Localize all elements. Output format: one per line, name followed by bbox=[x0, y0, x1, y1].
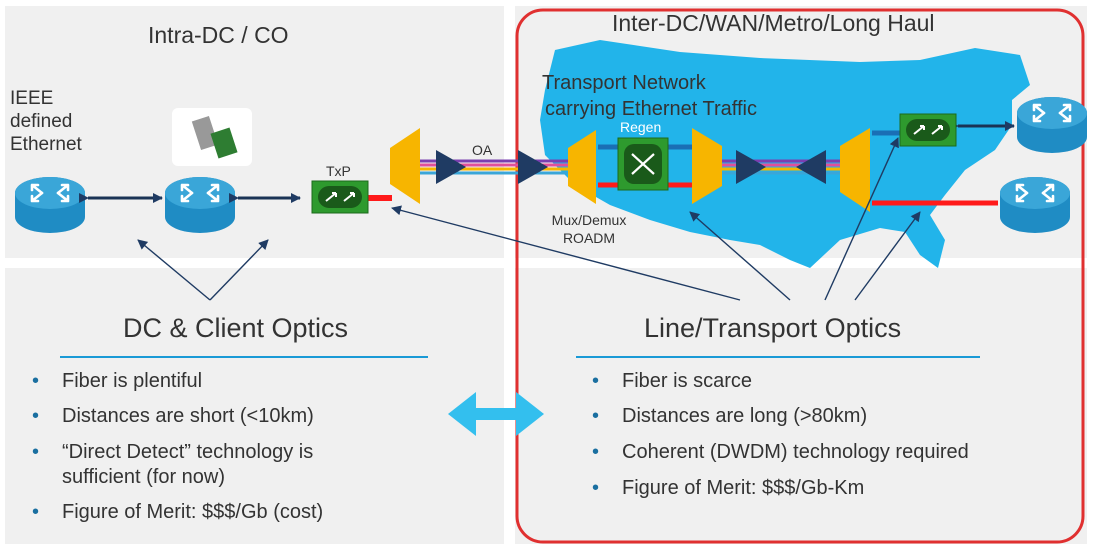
amplifier-icon bbox=[436, 150, 466, 184]
regen-icon bbox=[617, 137, 669, 191]
line-optics-panel bbox=[515, 268, 1087, 544]
regen-label: Regen bbox=[620, 119, 662, 135]
router-icon bbox=[13, 175, 87, 235]
transport-network-label: Transport Network carrying Ethernet Traf… bbox=[542, 72, 757, 120]
txp-label: TxP bbox=[326, 163, 351, 179]
comparison-arrow bbox=[448, 392, 544, 436]
inter-dc-frame bbox=[515, 8, 1085, 544]
mux-icon bbox=[692, 128, 722, 204]
us-map bbox=[540, 40, 1030, 268]
mux-icon bbox=[840, 128, 870, 212]
amplifier-icon bbox=[796, 150, 826, 184]
mux-icon bbox=[568, 130, 596, 204]
router-icon bbox=[1015, 95, 1089, 155]
router-icon bbox=[163, 175, 237, 235]
amplifier-icon bbox=[518, 150, 548, 184]
mux-demux-label: Mux/Demux ROADM bbox=[551, 212, 627, 246]
mux-icon bbox=[390, 128, 420, 204]
line-optics-heading: Line/Transport Optics bbox=[644, 313, 902, 343]
client-optics-panel bbox=[5, 268, 504, 544]
oa-label: OA bbox=[472, 142, 493, 158]
inter-dc-title: Inter-DC/WAN/Metro/Long Haul bbox=[612, 10, 935, 36]
amplifier-icon bbox=[736, 150, 766, 184]
transponder-icon bbox=[311, 180, 369, 214]
ieee-label: IEEE defined Ethernet bbox=[10, 88, 82, 155]
client-optics-heading: DC & Client Optics bbox=[123, 313, 349, 343]
router-icon bbox=[998, 175, 1072, 235]
intra-dc-title: Intra-DC / CO bbox=[148, 22, 289, 48]
transponder-icon bbox=[899, 113, 957, 147]
